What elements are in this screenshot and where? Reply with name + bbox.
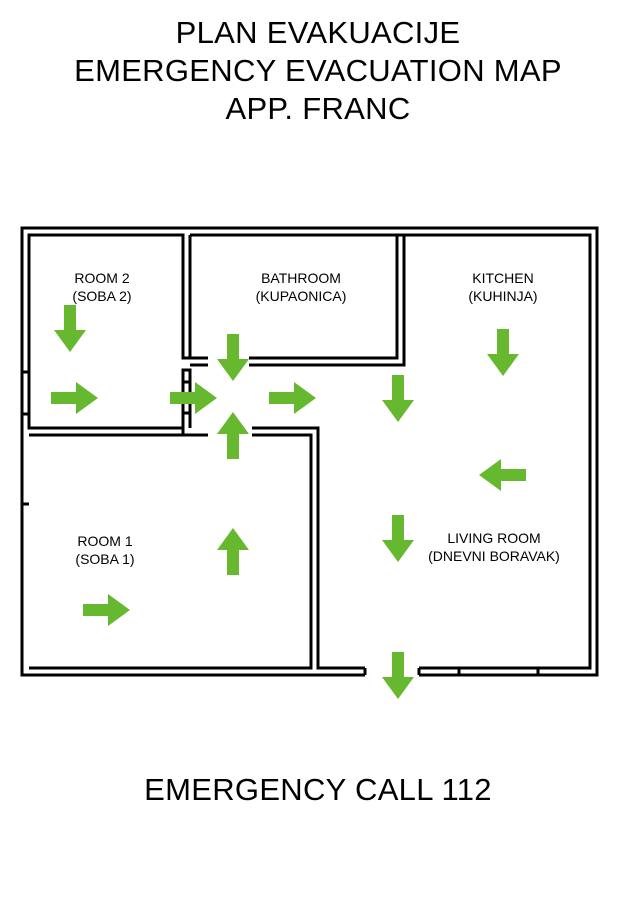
arrow-down-icon — [487, 329, 519, 376]
arrow-down-icon — [382, 375, 414, 422]
room2-label: ROOM 2 — [74, 270, 129, 286]
arrow-right-icon — [51, 382, 98, 414]
title-line-1: PLAN EVAKUACIJE — [175, 15, 461, 50]
kitchen-local-label: (KUHINJA) — [468, 288, 537, 304]
arrow-down-icon — [382, 515, 414, 562]
outer-wall-inner-line — [27, 233, 592, 670]
title-line-2: EMERGENCY EVACUATION MAP — [74, 53, 562, 88]
arrow-down-icon — [382, 652, 414, 699]
arrow-up-icon — [217, 528, 249, 575]
outer-wall-outer-line — [20, 226, 599, 677]
arrow-down-icon — [54, 305, 86, 352]
room-labels: ROOM 2 (SOBA 2) BATHROOM (KUPAONICA) KIT… — [72, 270, 559, 567]
emergency-call-text: EMERGENCY CALL 112 — [144, 772, 492, 807]
bathroom-wall — [190, 233, 406, 367]
room1-label: ROOM 1 — [77, 533, 132, 549]
arrow-left-icon — [479, 459, 526, 491]
evacuation-arrows — [51, 305, 526, 699]
wall-ticks — [22, 370, 540, 675]
exit-door-jambs — [363, 668, 421, 675]
kitchen-label: KITCHEN — [472, 270, 533, 286]
room1-wall — [29, 428, 313, 670]
bathroom-local-label: (KUPAONICA) — [256, 288, 347, 304]
arrow-up-icon — [217, 412, 249, 459]
arrow-right-icon — [170, 382, 217, 414]
bathroom-label: BATHROOM — [261, 270, 341, 286]
room2-local-label: (SOBA 2) — [72, 288, 131, 304]
living-room-local-label: (DNEVNI BORAVAK) — [428, 548, 560, 564]
living-room-label: LIVING ROOM — [447, 530, 540, 546]
room1-local-label: (SOBA 1) — [75, 551, 134, 567]
arrow-right-icon — [269, 382, 316, 414]
arrow-down-icon — [217, 334, 249, 381]
walls — [20, 226, 599, 677]
map-title: PLAN EVAKUACIJE EMERGENCY EVACUATION MAP… — [0, 14, 636, 128]
arrow-right-icon — [83, 594, 130, 626]
title-line-3: APP. FRANC — [225, 91, 411, 126]
